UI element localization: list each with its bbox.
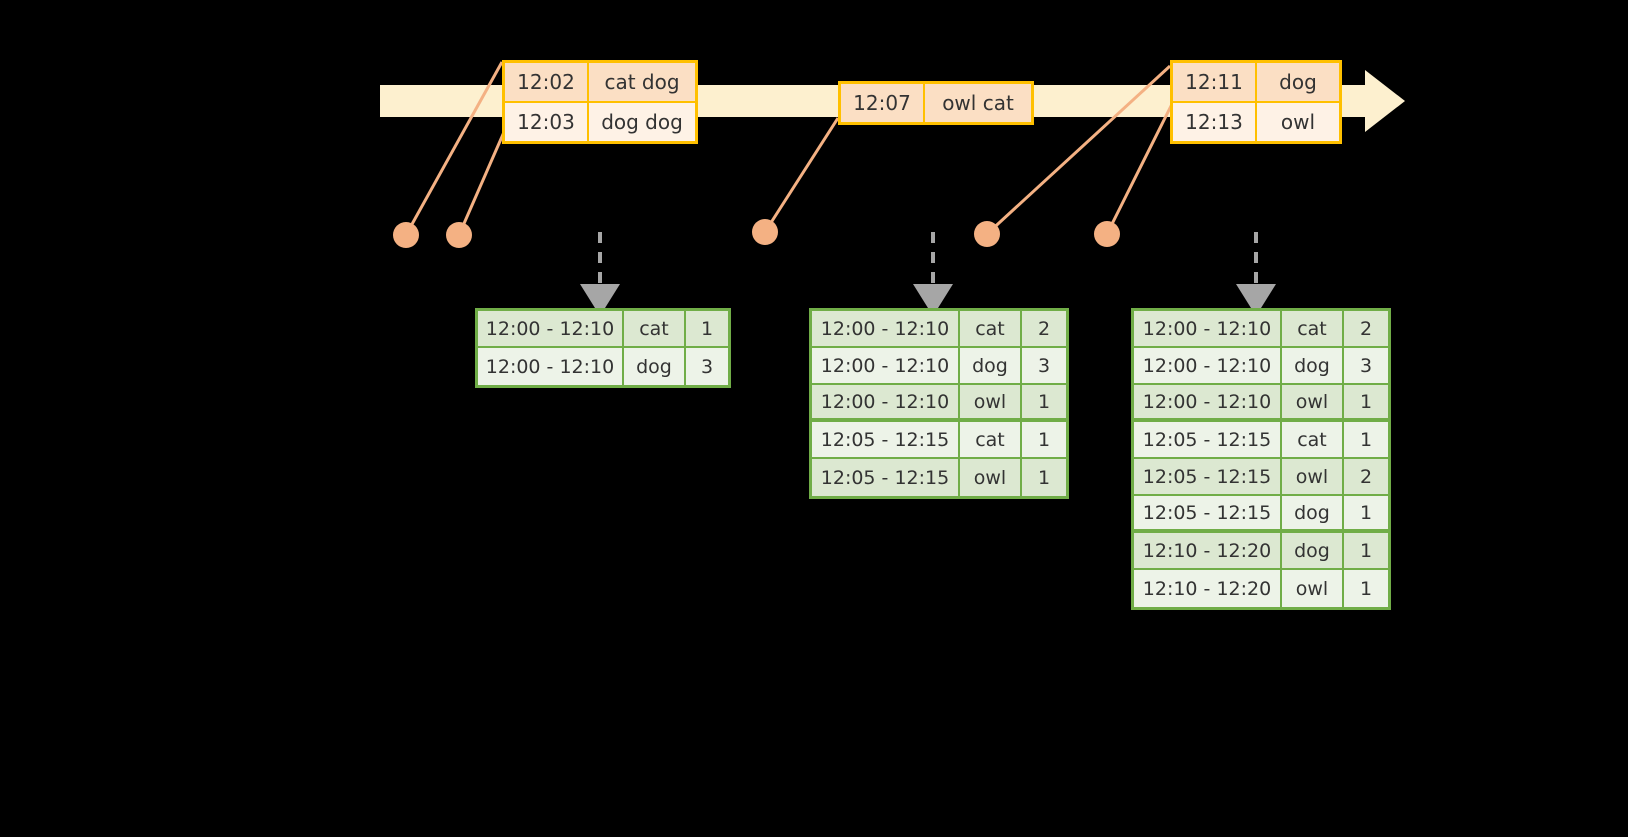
- table-row[interactable]: 12:05 - 12:15 owl 1: [812, 459, 1066, 496]
- event-row[interactable]: 12:11 dog: [1173, 63, 1339, 101]
- table-row[interactable]: 12:00 - 12:10 dog 3: [1134, 348, 1388, 385]
- event-row[interactable]: 12:07 owl cat: [841, 84, 1031, 122]
- cell-word: dog: [960, 348, 1022, 383]
- cell-count: 1: [1344, 422, 1388, 457]
- cell-word: dog: [624, 348, 686, 385]
- cell-window: 12:00 - 12:10: [812, 385, 960, 418]
- cell-count: 1: [1022, 422, 1066, 457]
- cell-window: 12:10 - 12:20: [1134, 570, 1282, 607]
- table-row[interactable]: 12:05 - 12:15 dog 1: [1134, 496, 1388, 533]
- event-words: dog dog: [589, 103, 695, 141]
- cell-count: 3: [1344, 348, 1388, 383]
- table-row[interactable]: 12:00 - 12:10 cat 2: [1134, 311, 1388, 348]
- cell-word: cat: [624, 311, 686, 346]
- cell-window: 12:05 - 12:15: [1134, 422, 1282, 457]
- cell-window: 12:05 - 12:15: [812, 422, 960, 457]
- event-time: 12:07: [841, 84, 925, 122]
- cell-word: owl: [1282, 385, 1344, 418]
- event-time: 12:03: [505, 103, 589, 141]
- cell-word: dog: [1282, 496, 1344, 529]
- cell-count: 2: [1344, 311, 1388, 346]
- cell-count: 1: [1344, 570, 1388, 607]
- cell-count: 1: [1344, 533, 1388, 568]
- event-group-1[interactable]: 12:02 cat dog 12:03 dog dog: [502, 60, 698, 144]
- flow-arrows: [580, 232, 1276, 316]
- marker-dots: [393, 219, 1120, 248]
- connector-line-3: [763, 117, 840, 233]
- cell-word: dog: [1282, 533, 1344, 568]
- table-row[interactable]: 12:10 - 12:20 owl 1: [1134, 570, 1388, 607]
- result-table-2[interactable]: 12:00 - 12:10 cat 2 12:00 - 12:10 dog 3 …: [809, 308, 1069, 499]
- cell-word: cat: [1282, 422, 1344, 457]
- cell-word: cat: [1282, 311, 1344, 346]
- cell-count: 1: [1022, 385, 1066, 418]
- table-row[interactable]: 12:00 - 12:10 cat 1: [478, 311, 728, 348]
- table-row[interactable]: 12:00 - 12:10 dog 3: [812, 348, 1066, 385]
- cell-count: 1: [1344, 496, 1388, 529]
- cell-window: 12:05 - 12:15: [1134, 496, 1282, 529]
- cell-count: 2: [1022, 311, 1066, 346]
- result-table-3[interactable]: 12:00 - 12:10 cat 2 12:00 - 12:10 dog 3 …: [1131, 308, 1391, 610]
- table-row[interactable]: 12:00 - 12:10 cat 2: [812, 311, 1066, 348]
- marker-dot-1: [393, 222, 419, 248]
- marker-dot-4: [974, 221, 1000, 247]
- table-row[interactable]: 12:05 - 12:15 cat 1: [812, 422, 1066, 459]
- table-row[interactable]: 12:05 - 12:15 cat 1: [1134, 422, 1388, 459]
- table-row[interactable]: 12:00 - 12:10 dog 3: [478, 348, 728, 385]
- event-words: owl cat: [925, 84, 1031, 122]
- cell-window: 12:00 - 12:10: [812, 311, 960, 346]
- event-group-3[interactable]: 12:11 dog 12:13 owl: [1170, 60, 1342, 144]
- cell-count: 1: [686, 311, 728, 346]
- cell-word: owl: [1282, 459, 1344, 494]
- cell-word: owl: [1282, 570, 1344, 607]
- connector-line-1: [404, 61, 504, 236]
- cell-window: 12:00 - 12:10: [812, 348, 960, 383]
- cell-window: 12:00 - 12:10: [1134, 348, 1282, 383]
- cell-window: 12:00 - 12:10: [478, 348, 624, 385]
- cell-word: cat: [960, 422, 1022, 457]
- event-group-2[interactable]: 12:07 owl cat: [838, 81, 1034, 125]
- event-row[interactable]: 12:03 dog dog: [505, 101, 695, 141]
- event-row[interactable]: 12:13 owl: [1173, 101, 1339, 141]
- marker-dot-2: [446, 222, 472, 248]
- marker-dot-3: [752, 219, 778, 245]
- event-time: 12:13: [1173, 103, 1257, 141]
- cell-word: owl: [960, 385, 1022, 418]
- cell-window: 12:00 - 12:10: [1134, 385, 1282, 418]
- cell-count: 1: [1344, 385, 1388, 418]
- connector-line-5: [1105, 103, 1174, 235]
- cell-count: 1: [1022, 459, 1066, 496]
- cell-word: dog: [1282, 348, 1344, 383]
- cell-count: 3: [686, 348, 728, 385]
- event-row[interactable]: 12:02 cat dog: [505, 63, 695, 101]
- event-words: cat dog: [589, 63, 695, 101]
- cell-window: 12:05 - 12:15: [1134, 459, 1282, 494]
- cell-window: 12:05 - 12:15: [812, 459, 960, 496]
- result-table-1[interactable]: 12:00 - 12:10 cat 1 12:00 - 12:10 dog 3: [475, 308, 731, 388]
- cell-count: 3: [1022, 348, 1066, 383]
- cell-window: 12:00 - 12:10: [478, 311, 624, 346]
- marker-dot-5: [1094, 221, 1120, 247]
- table-row[interactable]: 12:05 - 12:15 owl 2: [1134, 459, 1388, 496]
- event-time: 12:02: [505, 63, 589, 101]
- event-time: 12:11: [1173, 63, 1257, 101]
- table-row[interactable]: 12:00 - 12:10 owl 1: [812, 385, 1066, 422]
- event-words: dog: [1257, 63, 1339, 101]
- cell-word: cat: [960, 311, 1022, 346]
- cell-word: owl: [960, 459, 1022, 496]
- cell-window: 12:00 - 12:10: [1134, 311, 1282, 346]
- event-words: owl: [1257, 103, 1339, 141]
- cell-count: 2: [1344, 459, 1388, 494]
- table-row[interactable]: 12:10 - 12:20 dog 1: [1134, 533, 1388, 570]
- table-row[interactable]: 12:00 - 12:10 owl 1: [1134, 385, 1388, 422]
- cell-window: 12:10 - 12:20: [1134, 533, 1282, 568]
